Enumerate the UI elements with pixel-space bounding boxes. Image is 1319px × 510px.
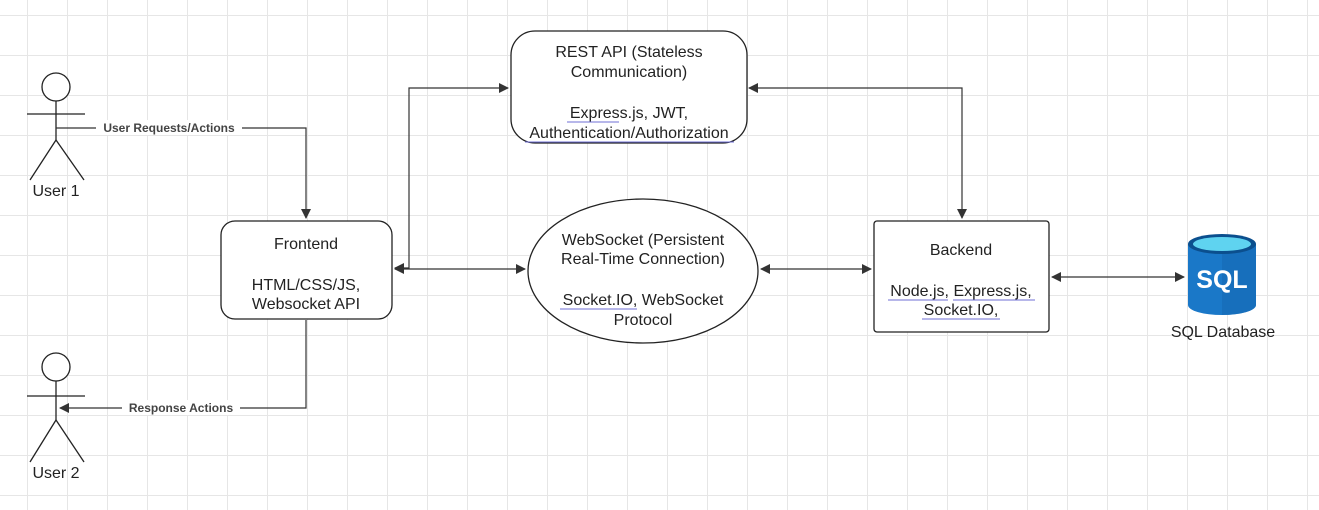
actor-user-2-label: User 2 [32,465,79,482]
actor-user-1: User 1 [27,72,85,200]
edge-label-user-requests: User Requests/Actions [96,120,242,135]
backend-tech-line-1: Node.js, Express.js, [890,283,1031,300]
node-frontend[interactable]: Frontend HTML/CSS/JS, Websocket API [220,220,393,320]
rest-api-tech-line-1: Express.js, JWT, [570,105,688,122]
rest-api-title-line-2: Communication) [571,64,687,81]
edge-frontend-rest [394,83,509,273]
frontend-title: Frontend [274,236,338,253]
actor-icon [27,72,85,181]
edge-label-response-actions: Response Actions [122,400,240,415]
backend-tech-line-2: Socket.IO, [924,302,999,319]
edge-label-user-requests-text: User Requests/Actions [103,121,235,135]
rest-api-title-line-1: REST API (Stateless [555,44,702,61]
node-rest-api[interactable]: REST API (Stateless Communication) Expre… [510,30,748,144]
frontend-tech-line-2: Websocket API [252,296,360,313]
actor-icon [27,352,85,463]
backend-title: Backend [930,242,992,259]
actor-user-2: User 2 [27,352,85,482]
sql-icon-text: SQL [1196,266,1247,294]
node-sql-database[interactable]: SQL SQL Database [1171,234,1275,341]
edge-response-actions [59,320,307,413]
sql-database-label: SQL Database [1171,324,1275,341]
tech-underlines [525,121,1035,320]
node-websocket[interactable]: WebSocket (Persistent Real-Time Connecti… [527,198,759,344]
sql-database-icon: SQL [1188,234,1256,315]
frontend-tech-line-1: HTML/CSS/JS, [252,277,360,294]
websocket-tech-line-1: Socket.IO, WebSocket [563,292,724,309]
edge-rest-backend [748,83,967,219]
edge-user-requests [56,127,311,219]
websocket-title-line-1: WebSocket (Persistent [562,232,725,249]
websocket-title-line-2: Real-Time Connection) [561,251,725,268]
websocket-tech-line-2: Protocol [614,312,673,329]
actor-user-1-label: User 1 [32,183,79,200]
edge-label-response-actions-text: Response Actions [129,401,234,415]
rest-api-tech-line-2: Authentication/Authorization [529,125,728,142]
node-backend[interactable]: Backend Node.js, Express.js, Socket.IO, [873,220,1050,333]
